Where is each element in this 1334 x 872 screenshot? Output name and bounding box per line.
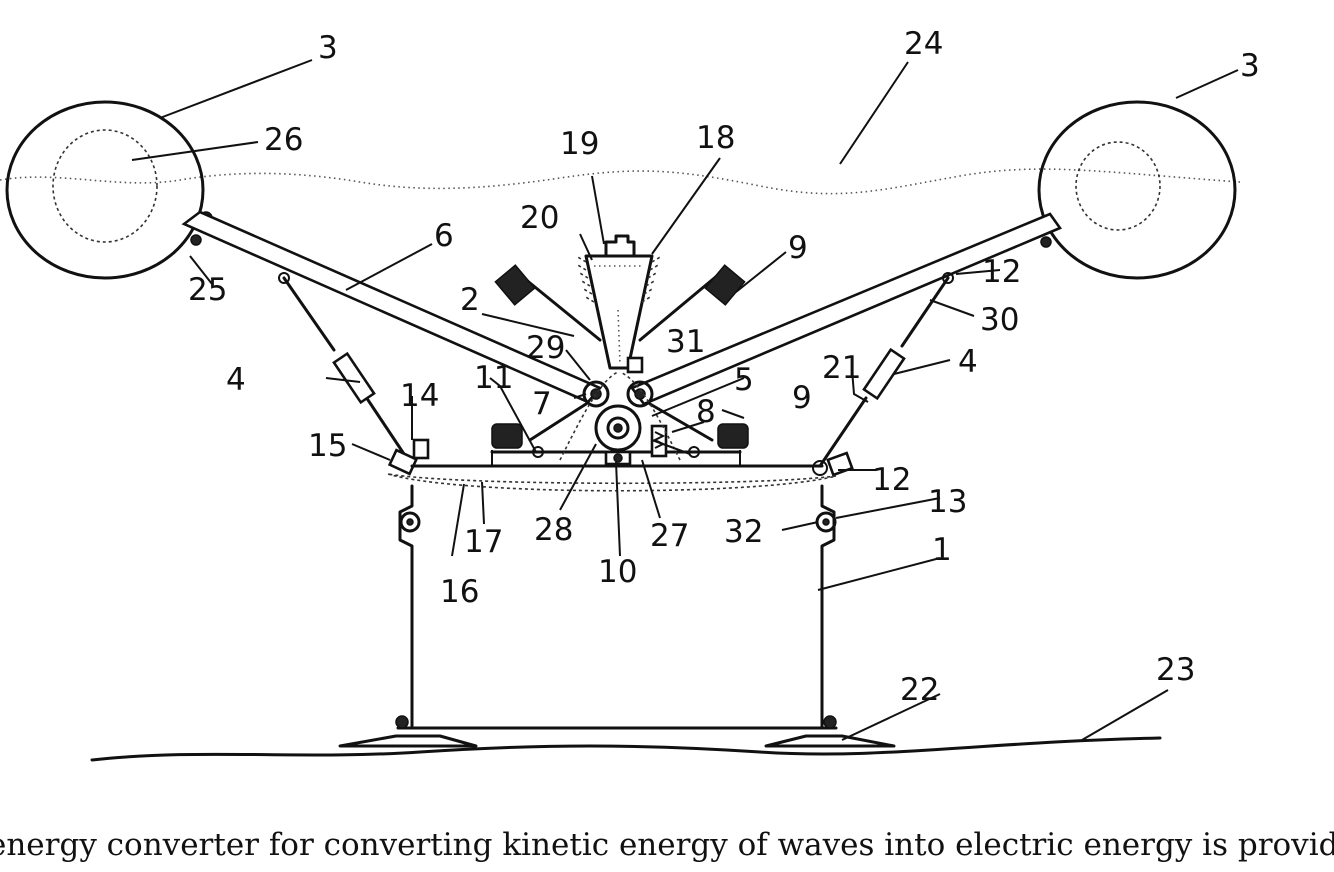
label-3-right: 3 xyxy=(1240,48,1260,84)
label-27: 27 xyxy=(650,518,689,554)
label-12-top: 12 xyxy=(982,254,1021,290)
caption-text: energy converter for converting kinetic … xyxy=(0,818,1334,872)
central-tank xyxy=(576,236,662,368)
label-23: 23 xyxy=(1156,652,1195,688)
label-30: 30 xyxy=(980,302,1019,338)
label-15: 15 xyxy=(308,428,347,464)
wave-energy-converter-drawing: 3 26 25 6 2 29 7 11 19 18 20 24 3 9 9 12… xyxy=(0,0,1334,800)
left-float xyxy=(7,102,212,278)
sea-bed xyxy=(92,738,1160,760)
water-surface xyxy=(0,169,1240,194)
label-12-bottom: 12 xyxy=(872,462,911,498)
label-20: 20 xyxy=(520,200,559,236)
label-7: 7 xyxy=(532,386,552,422)
label-32: 32 xyxy=(724,514,763,550)
label-6: 6 xyxy=(434,218,454,254)
label-13: 13 xyxy=(928,484,967,520)
label-2: 2 xyxy=(460,282,480,318)
label-3-left: 3 xyxy=(318,30,338,66)
label-21: 21 xyxy=(822,350,861,386)
label-10: 10 xyxy=(598,554,637,590)
label-26: 26 xyxy=(264,122,303,158)
label-9-bottom: 9 xyxy=(792,380,812,416)
label-29: 29 xyxy=(526,330,565,366)
label-17: 17 xyxy=(464,524,503,560)
label-5: 5 xyxy=(734,362,754,398)
label-28: 28 xyxy=(534,512,573,548)
label-4-left: 4 xyxy=(226,362,246,398)
label-16: 16 xyxy=(440,574,479,610)
label-22: 22 xyxy=(900,672,939,708)
label-4-right: 4 xyxy=(958,344,978,380)
label-24: 24 xyxy=(904,26,943,62)
label-14: 14 xyxy=(400,378,439,414)
label-11: 11 xyxy=(474,360,513,396)
base-housing xyxy=(340,486,894,746)
label-9-top: 9 xyxy=(788,230,808,266)
left-arm xyxy=(184,212,600,402)
label-18: 18 xyxy=(696,120,735,156)
label-25: 25 xyxy=(188,272,227,308)
label-19: 19 xyxy=(560,126,599,162)
label-31: 31 xyxy=(666,324,705,360)
right-float xyxy=(1034,102,1235,278)
label-1: 1 xyxy=(932,532,952,568)
label-8: 8 xyxy=(696,394,716,430)
